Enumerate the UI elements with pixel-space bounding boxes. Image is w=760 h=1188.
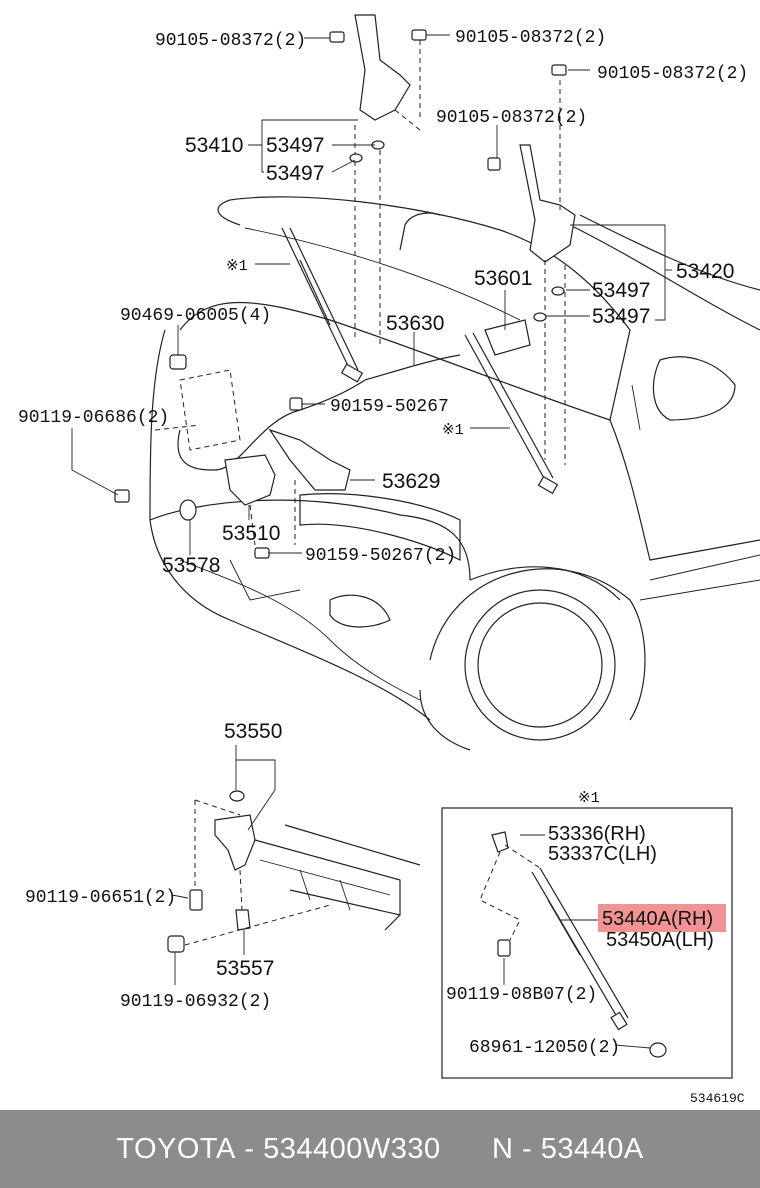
label-inset-bracket-rh: 53336(RH) bbox=[548, 823, 646, 845]
label-hinge-rh: 53420 bbox=[676, 260, 734, 283]
label-bolt-top-left: 90105-08372(2) bbox=[155, 31, 306, 51]
label-bolt-lock: 90159-50267 bbox=[330, 397, 449, 417]
label-washer-lh-1: 53497 bbox=[266, 134, 324, 157]
label-screw-hook-2: 90119-06932(2) bbox=[120, 992, 271, 1012]
label-bolt-right-hinge: 90105-08372(2) bbox=[436, 108, 587, 128]
inset-panel bbox=[441, 807, 733, 1079]
label-washer-lh-2: 53497 bbox=[266, 162, 324, 185]
label-washer-rh-1: 53497 bbox=[592, 279, 650, 302]
parts-diagram: 90105-08372(2) 90105-08372(2) 90105-0837… bbox=[18, 14, 760, 1106]
label-screw-left: 90119-06686(2) bbox=[18, 408, 169, 428]
hinge-rh-shape bbox=[519, 144, 576, 263]
label-bolt-lock-2: 90159-50267(2) bbox=[305, 546, 456, 566]
leader-lines bbox=[71, 34, 672, 985]
hinge-lh-shape bbox=[354, 14, 411, 121]
label-inset-strut-lh: 53450A(LH) bbox=[606, 929, 714, 951]
highlight-box bbox=[598, 904, 726, 932]
label-bolt-top-right: 90105-08372(2) bbox=[597, 64, 748, 84]
figure-code: 534619C bbox=[690, 1091, 745, 1106]
footer-part-number: 534400W330 bbox=[263, 1132, 441, 1165]
part-labels: 90105-08372(2) 90105-08372(2) 90105-0837… bbox=[18, 28, 748, 1106]
label-cushion: 53578 bbox=[162, 554, 220, 577]
label-hinge-lh: 53410 bbox=[185, 134, 243, 157]
footer-ref: N - 53440A bbox=[492, 1132, 644, 1165]
label-support: 53629 bbox=[382, 470, 440, 493]
label-hook-assy: 53550 bbox=[224, 720, 282, 743]
label-washer-rh-2: 53497 bbox=[592, 305, 650, 328]
label-hook-part: 53557 bbox=[216, 957, 274, 980]
hood-parts bbox=[114, 14, 576, 559]
label-strut-marker-right: ※1 bbox=[442, 422, 464, 439]
footer-separator: - bbox=[235, 1132, 264, 1165]
footer-gap bbox=[441, 1133, 492, 1166]
hook-assembly-drawing bbox=[167, 790, 421, 953]
label-screw-hook-1: 90119-06651(2) bbox=[25, 888, 176, 908]
label-bolt-top-mid: 90105-08372(2) bbox=[455, 28, 606, 48]
label-inset-strut-rh: 53440A(RH) bbox=[602, 908, 713, 930]
label-inset-clip: 68961-12050(2) bbox=[469, 1038, 620, 1058]
footer-brand: TOYOTA bbox=[116, 1132, 236, 1165]
label-cable: 53630 bbox=[386, 312, 444, 335]
lock-assy-shape bbox=[224, 454, 276, 506]
label-inset-bracket-lh: 53337C(LH) bbox=[548, 843, 657, 865]
footer-bar: TOYOTA - 534400W330 N - 53440A bbox=[0, 1110, 760, 1188]
label-inset-screw: 90119-08B07(2) bbox=[446, 985, 597, 1005]
label-strut-marker-left: ※1 bbox=[226, 258, 248, 275]
label-lever: 53601 bbox=[474, 267, 532, 290]
label-clip-left: 90469-06005(4) bbox=[120, 306, 271, 326]
label-lock-assy: 53510 bbox=[222, 522, 280, 545]
vehicle-drawing bbox=[149, 196, 760, 751]
label-inset-marker: ※1 bbox=[578, 790, 600, 807]
